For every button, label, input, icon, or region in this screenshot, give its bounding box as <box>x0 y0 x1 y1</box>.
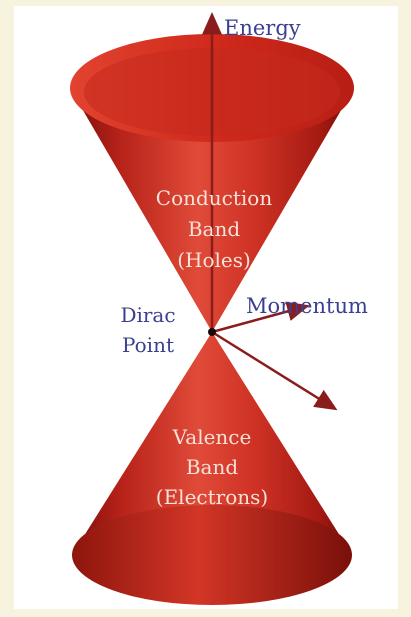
momentum-axis-label: Momentum <box>246 294 368 318</box>
conduction-band-label-line1: Conduction <box>156 186 273 210</box>
dirac-point-label-line2: Point <box>122 333 174 357</box>
valence-band-cone <box>72 332 352 605</box>
momentum-axis-arrow <box>211 301 310 334</box>
conduction-band-label-line3: (Holes) <box>177 248 251 272</box>
conduction-band-label-line2: Band <box>188 217 241 241</box>
energy-axis-label: Energy <box>224 16 301 40</box>
second-momentum-axis-arrow <box>211 330 338 411</box>
valence-band-label-line3: (Electrons) <box>156 485 268 509</box>
valence-band-label-line1: Valence <box>172 425 252 449</box>
valence-band-label-line2: Band <box>186 455 239 479</box>
dirac-point-marker <box>208 328 216 336</box>
dirac-point-label-line1: Dirac <box>120 303 175 327</box>
